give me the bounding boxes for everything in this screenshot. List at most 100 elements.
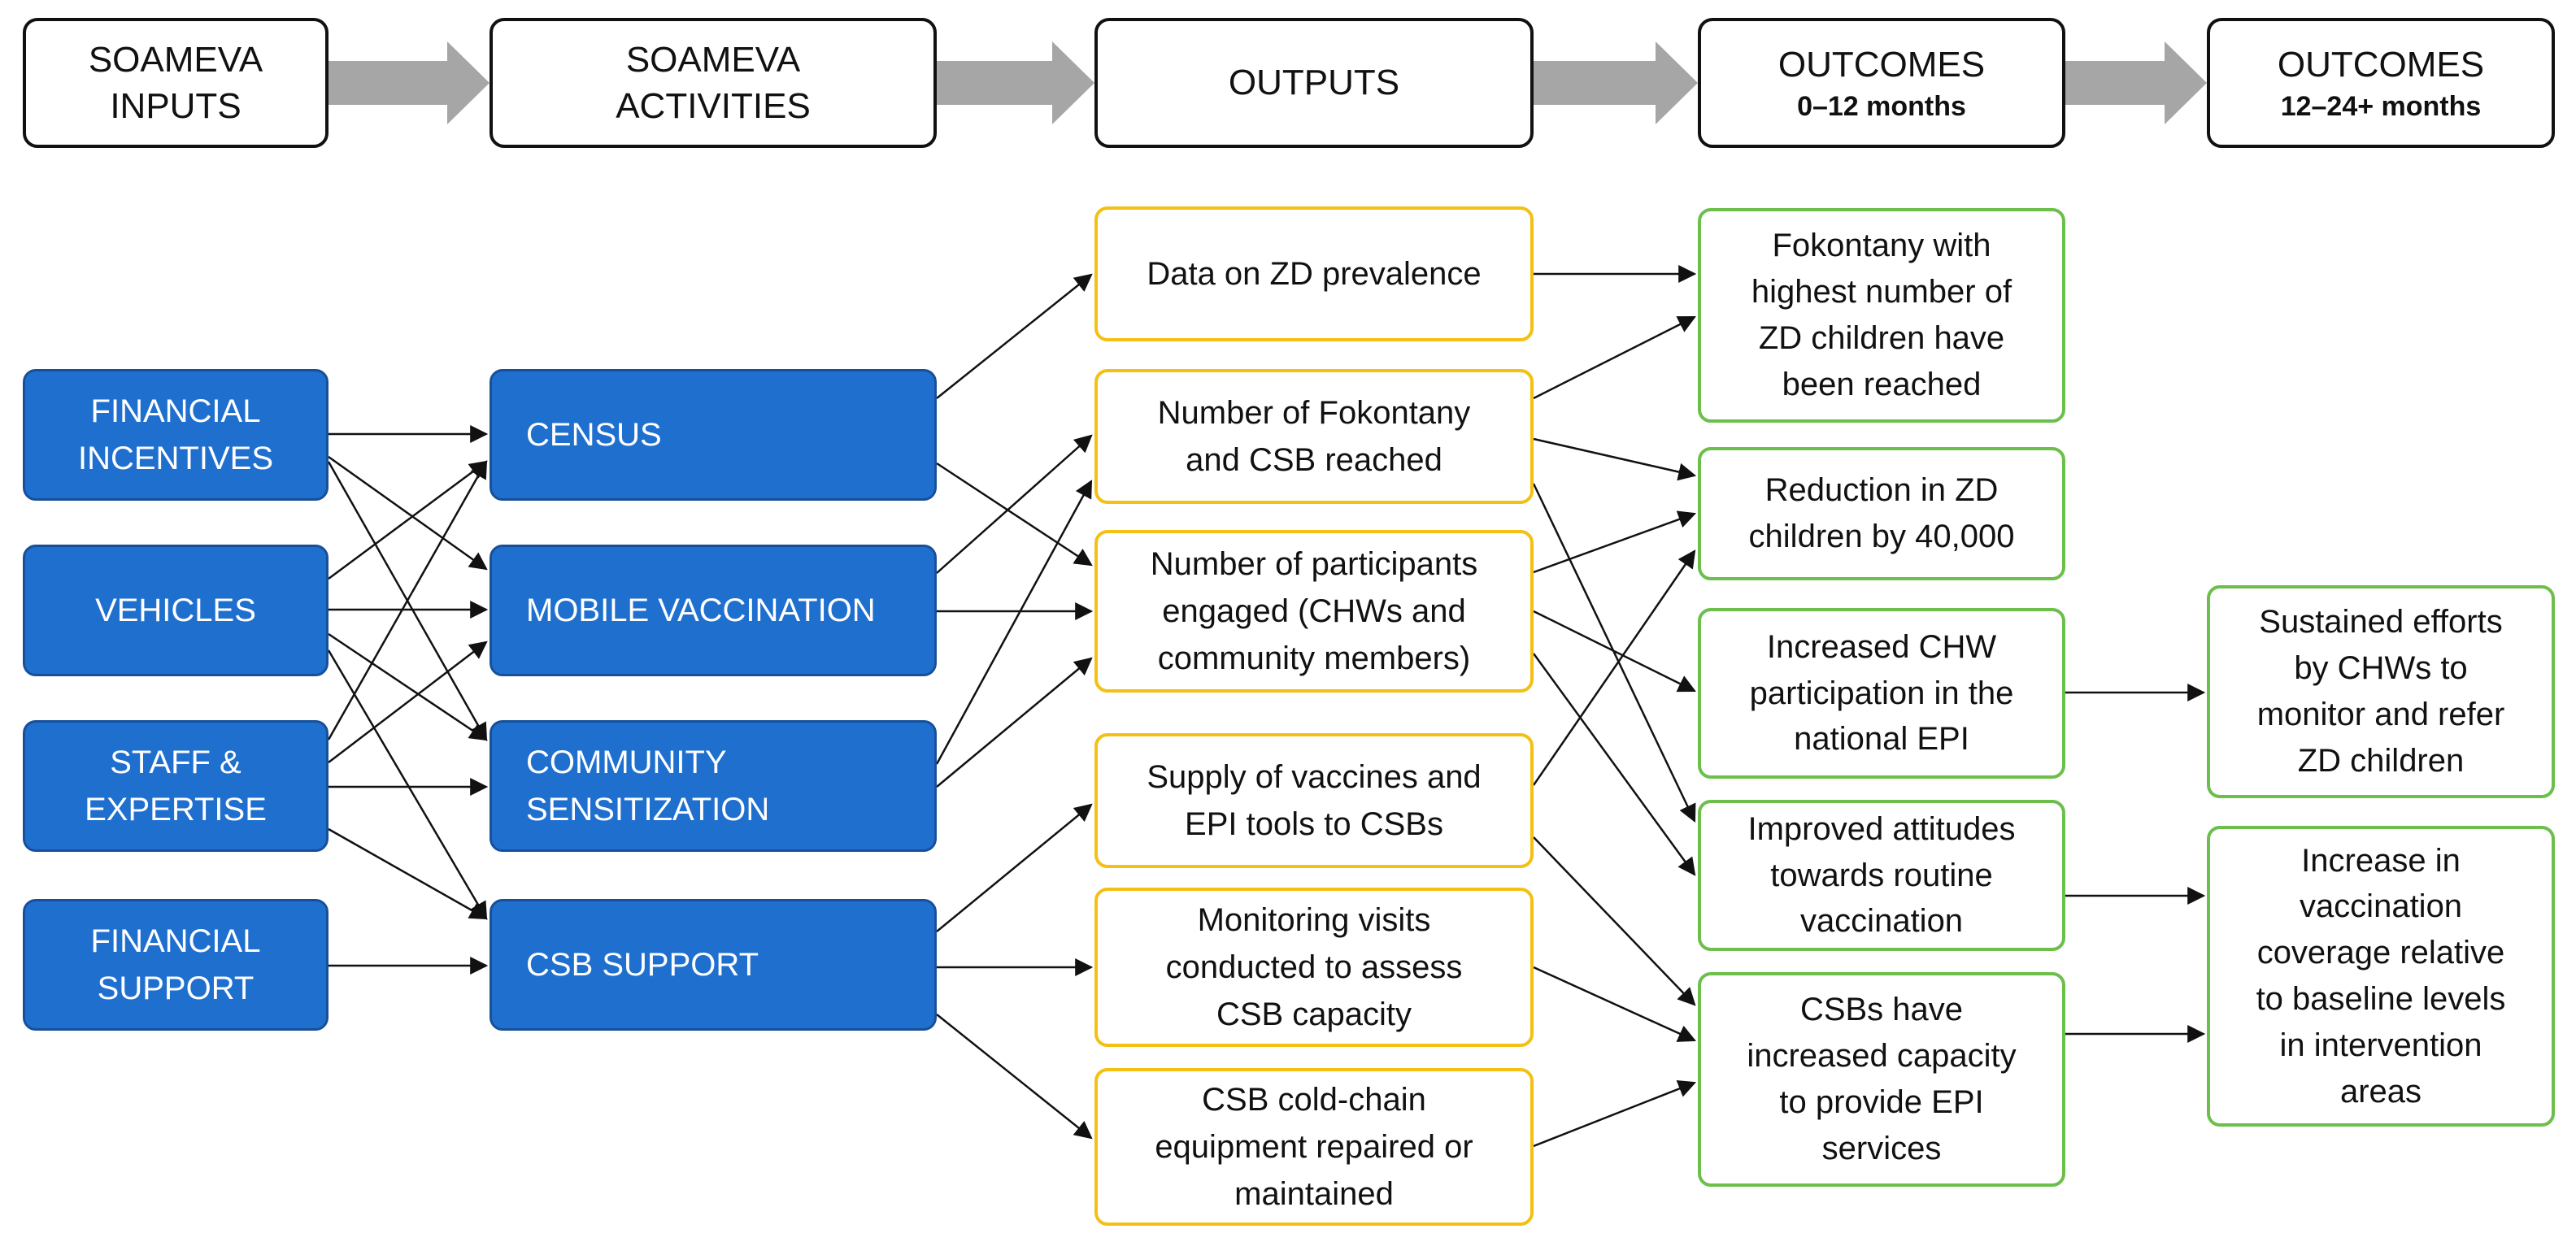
node-text-line: participation in the bbox=[1749, 675, 2014, 711]
outcome-improved-attitudes: Improved attitudes towards routine vaccina… bbox=[1698, 800, 2065, 951]
activity-mobile-vaccination: MOBILE VACCINATION bbox=[490, 545, 937, 676]
header-flow-arrows bbox=[329, 41, 2207, 124]
header-outcomes-title: OUTCOMES bbox=[1778, 45, 1986, 85]
connector-arrow bbox=[936, 657, 1093, 788]
header-flow-arrow bbox=[937, 41, 1094, 124]
node-text-line: coverage relative bbox=[2256, 935, 2505, 971]
node-text-line: Reduction in ZD bbox=[1764, 472, 1999, 509]
connector-arrow bbox=[1533, 610, 1696, 693]
node-text-line: Improved attitudes bbox=[1747, 810, 2016, 847]
connector-arrow bbox=[327, 649, 488, 920]
node-text-line: SENSITIZATION bbox=[526, 792, 770, 827]
connector-arrow bbox=[936, 803, 1093, 932]
outcome-sustained-chw-efforts: Sustained efforts by CHWs to monitor and r… bbox=[2207, 585, 2555, 798]
connector-arrow bbox=[936, 462, 1093, 567]
node-text-line: FINANCIAL bbox=[90, 393, 261, 429]
node-text-line: Fokontany with bbox=[1772, 228, 1991, 264]
header-outputs-line: OUTPUTS bbox=[1228, 63, 1400, 103]
header-flow-arrow bbox=[1534, 41, 1698, 124]
activity-community-sensitization: COMMUNITY SENSITIZATION bbox=[490, 720, 937, 852]
header-outcomes-short-term: OUTCOMES 0–12 months bbox=[1698, 18, 2065, 148]
connector-arrow bbox=[936, 434, 1093, 574]
node-text-line: INCENTIVES bbox=[77, 441, 274, 476]
node-text-line: Sustained efforts bbox=[2259, 604, 2503, 641]
connector-arrow bbox=[328, 827, 488, 920]
node-text-line: Supply of vaccines and bbox=[1147, 759, 1482, 795]
connector-arrow bbox=[1533, 510, 1697, 574]
outcome-fokontany-reached: Fokontany with highest number of ZD childr… bbox=[1698, 208, 2065, 423]
node-text-line: to baseline levels bbox=[2256, 981, 2506, 1017]
node-text-line: vaccination bbox=[1799, 903, 1964, 940]
node-text-line: CENSUS bbox=[526, 417, 662, 453]
node-text-line: VEHICLES bbox=[95, 593, 256, 628]
node-text-line: EPI tools to CSBs bbox=[1185, 806, 1443, 842]
node-text-line: engaged (CHWs and bbox=[1162, 593, 1466, 629]
connector-arrows bbox=[327, 265, 2206, 1148]
node-text-line: vaccination bbox=[2299, 888, 2463, 925]
connector-arrow bbox=[935, 480, 1093, 765]
output-zd-prevalence-data: Data on ZD prevalence bbox=[1094, 206, 1534, 341]
node-text-line: equipment repaired or bbox=[1155, 1129, 1473, 1165]
node-text-line: Monitoring visits bbox=[1197, 902, 1431, 938]
header-activities-line: SOAMEVA bbox=[625, 39, 801, 80]
connector-arrow bbox=[936, 1014, 1093, 1140]
connector-arrow bbox=[1533, 836, 1696, 1006]
node-text-line: monitor and refer bbox=[2256, 697, 2505, 732]
input-staff-expertise: STAFF & EXPERTISE bbox=[23, 720, 329, 852]
node-text-line: children by 40,000 bbox=[1748, 519, 2015, 554]
node-text-line: CSB capacity bbox=[1216, 997, 1412, 1032]
connector-arrow bbox=[1532, 483, 1696, 823]
connector-arrow bbox=[1533, 315, 1696, 400]
connector-arrow bbox=[327, 460, 488, 740]
node-text-line: to provide EPI bbox=[1779, 1084, 1984, 1120]
header-outcomes-period: 12–24+ months bbox=[2280, 90, 2482, 122]
connector-arrow bbox=[936, 273, 1093, 399]
outcome-zd-reduction: Reduction in ZD children by 40,000 bbox=[1698, 447, 2065, 580]
node-text-line: EXPERTISE bbox=[85, 792, 267, 827]
connector-arrow bbox=[1532, 653, 1696, 876]
node-text-line: national EPI bbox=[1794, 721, 1969, 758]
header-activities: SOAMEVA ACTIVITIES bbox=[490, 18, 937, 148]
node-text-line: and CSB reached bbox=[1186, 442, 1442, 478]
node-text-line: MOBILE VACCINATION bbox=[526, 593, 876, 628]
node-text-line: in intervention bbox=[2279, 1027, 2482, 1063]
node-text-line: ZD children bbox=[2297, 742, 2465, 779]
connector-arrow bbox=[1533, 437, 1697, 481]
node-text-line: conducted to assess bbox=[1165, 949, 1463, 985]
outcome-chw-participation: Increased CHW participation in the nationa… bbox=[1698, 608, 2065, 779]
node-text-line: areas bbox=[2339, 1073, 2422, 1110]
node-text-line: COMMUNITY bbox=[526, 745, 727, 780]
outcome-coverage-increase: Increase in vaccination coverage relative t… bbox=[2207, 826, 2555, 1127]
node-text-line: CSB SUPPORT bbox=[526, 947, 759, 983]
node-text-line: STAFF & bbox=[110, 745, 242, 780]
header-inputs-line: SOAMEVA bbox=[88, 39, 263, 80]
node-text-line: community members) bbox=[1157, 641, 1471, 676]
connector-arrow bbox=[1533, 966, 1697, 1042]
node-text-line: Data on ZD prevalence bbox=[1147, 256, 1482, 292]
node-text-line: Increase in bbox=[2301, 842, 2461, 879]
node-text-line: Increased CHW bbox=[1766, 628, 1997, 665]
node-text-line: increased capacity bbox=[1747, 1038, 2017, 1075]
node-text-line: ZD children have bbox=[1758, 320, 2005, 356]
node-text-line: SUPPORT bbox=[97, 971, 255, 1006]
node-text-line: towards routine bbox=[1770, 857, 1993, 893]
node-text-line: by CHWs to bbox=[2294, 650, 2468, 687]
node-text-line: highest number of bbox=[1751, 274, 2012, 310]
input-vehicles: VEHICLES bbox=[23, 545, 329, 676]
header-inputs: SOAMEVA INPUTS bbox=[23, 18, 329, 148]
node-text-line: been reached bbox=[1782, 366, 1982, 402]
header-outcomes-period: 0–12 months bbox=[1797, 90, 1966, 122]
connector-arrow bbox=[328, 641, 488, 763]
node-text-line: Number of Fokontany bbox=[1157, 395, 1471, 431]
node-text-line: maintained bbox=[1234, 1176, 1394, 1212]
header-inputs-line: INPUTS bbox=[110, 86, 242, 126]
header-flow-arrow bbox=[329, 41, 490, 124]
activity-csb-support: CSB SUPPORT bbox=[490, 899, 937, 1031]
output-fokontany-csb-reached: Number of Fokontany and CSB reached bbox=[1094, 369, 1534, 504]
input-financial-incentives: FINANCIAL INCENTIVES bbox=[23, 369, 329, 501]
